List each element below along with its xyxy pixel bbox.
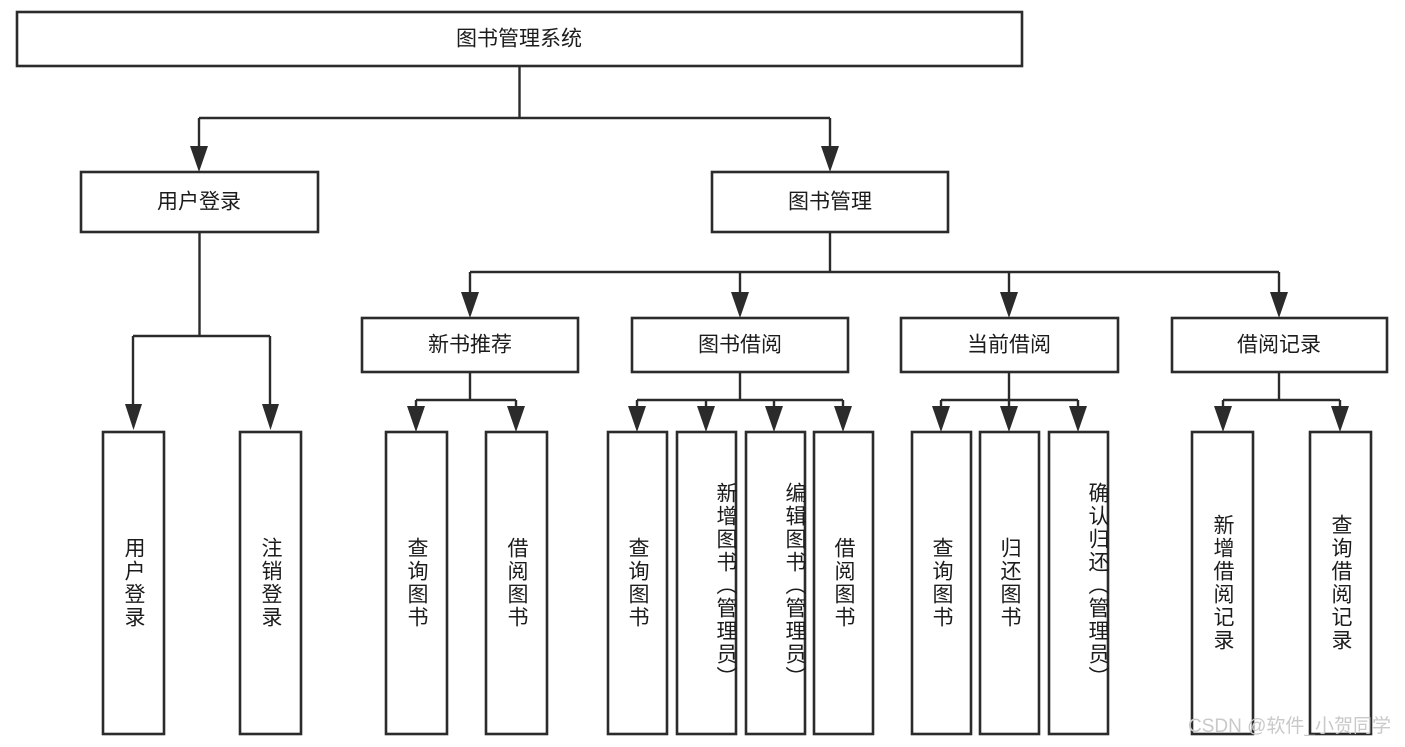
node-current-borrow-label: 当前借阅 [967,334,1051,357]
node-book-manage[interactable] [710,170,950,234]
node-borrow-record-label: 借阅记录 [1237,334,1321,357]
node-new-book-recommend-label: 新书推荐 [428,334,512,357]
leaf-box-new-book-2[interactable] [484,430,549,736]
node-user-login-label: 用户登录 [157,191,241,214]
node-book-manage-label: 图书管理 [788,191,872,214]
arrowhead-borrow-record-l1 [1214,406,1232,432]
node-user-login[interactable] [79,170,320,234]
arrowhead-current-borrow [1000,292,1018,318]
leaf-box-user-login-2[interactable] [238,430,303,736]
node-new-book-recommend[interactable] [360,316,580,374]
arrowhead-book-borrow-l3 [765,406,783,432]
arrowhead-new-book-l2 [507,406,525,432]
arrowhead-new-book [461,292,479,318]
arrowhead-user-login-leaf2 [262,404,279,430]
arrowhead-current-borrow-l3 [1069,406,1087,432]
arrowhead-book-manage [821,146,839,172]
arrowhead-new-book-l1 [407,406,425,432]
arrowhead-borrow-record-l2 [1331,406,1349,432]
node-book-borrow[interactable] [630,316,850,374]
arrowhead-book-borrow [731,292,749,318]
watermark: CSDN @软件_小贺同学 [1188,716,1391,737]
arrowhead-current-borrow-l1 [932,406,950,432]
arrowhead-book-borrow-l2 [697,406,715,432]
node-borrow-record[interactable] [1170,316,1389,374]
leaf-box-current-borrow-1[interactable] [910,430,973,736]
arrowhead-user-login [190,146,208,172]
leaf-box-current-borrow-2[interactable] [978,430,1041,736]
leaf-box-book-borrow-4[interactable] [812,430,875,736]
leaf-box-borrow-record-2[interactable] [1308,430,1373,736]
node-root[interactable] [15,10,1024,68]
leaf-box-current-borrow-3[interactable] [1047,430,1110,736]
arrowhead-user-login-leaf1 [125,404,142,430]
leaf-box-user-login-1[interactable] [101,430,166,736]
leaf-box-book-borrow-3[interactable] [744,430,807,736]
arrowhead-current-borrow-l2 [1000,406,1018,432]
leaf-box-book-borrow-1[interactable] [606,430,669,736]
leaf-box-new-book-1[interactable] [384,430,449,736]
arrowhead-book-borrow-l4 [834,406,852,432]
node-current-borrow[interactable] [899,316,1120,374]
node-book-borrow-label: 图书借阅 [698,334,782,357]
arrowhead-book-borrow-l1 [628,406,646,432]
leaf-box-book-borrow-2[interactable] [675,430,738,736]
arrowhead-borrow-record [1270,292,1288,318]
node-root-label: 图书管理系统 [456,28,582,51]
leaf-box-borrow-record-1[interactable] [1190,430,1255,736]
